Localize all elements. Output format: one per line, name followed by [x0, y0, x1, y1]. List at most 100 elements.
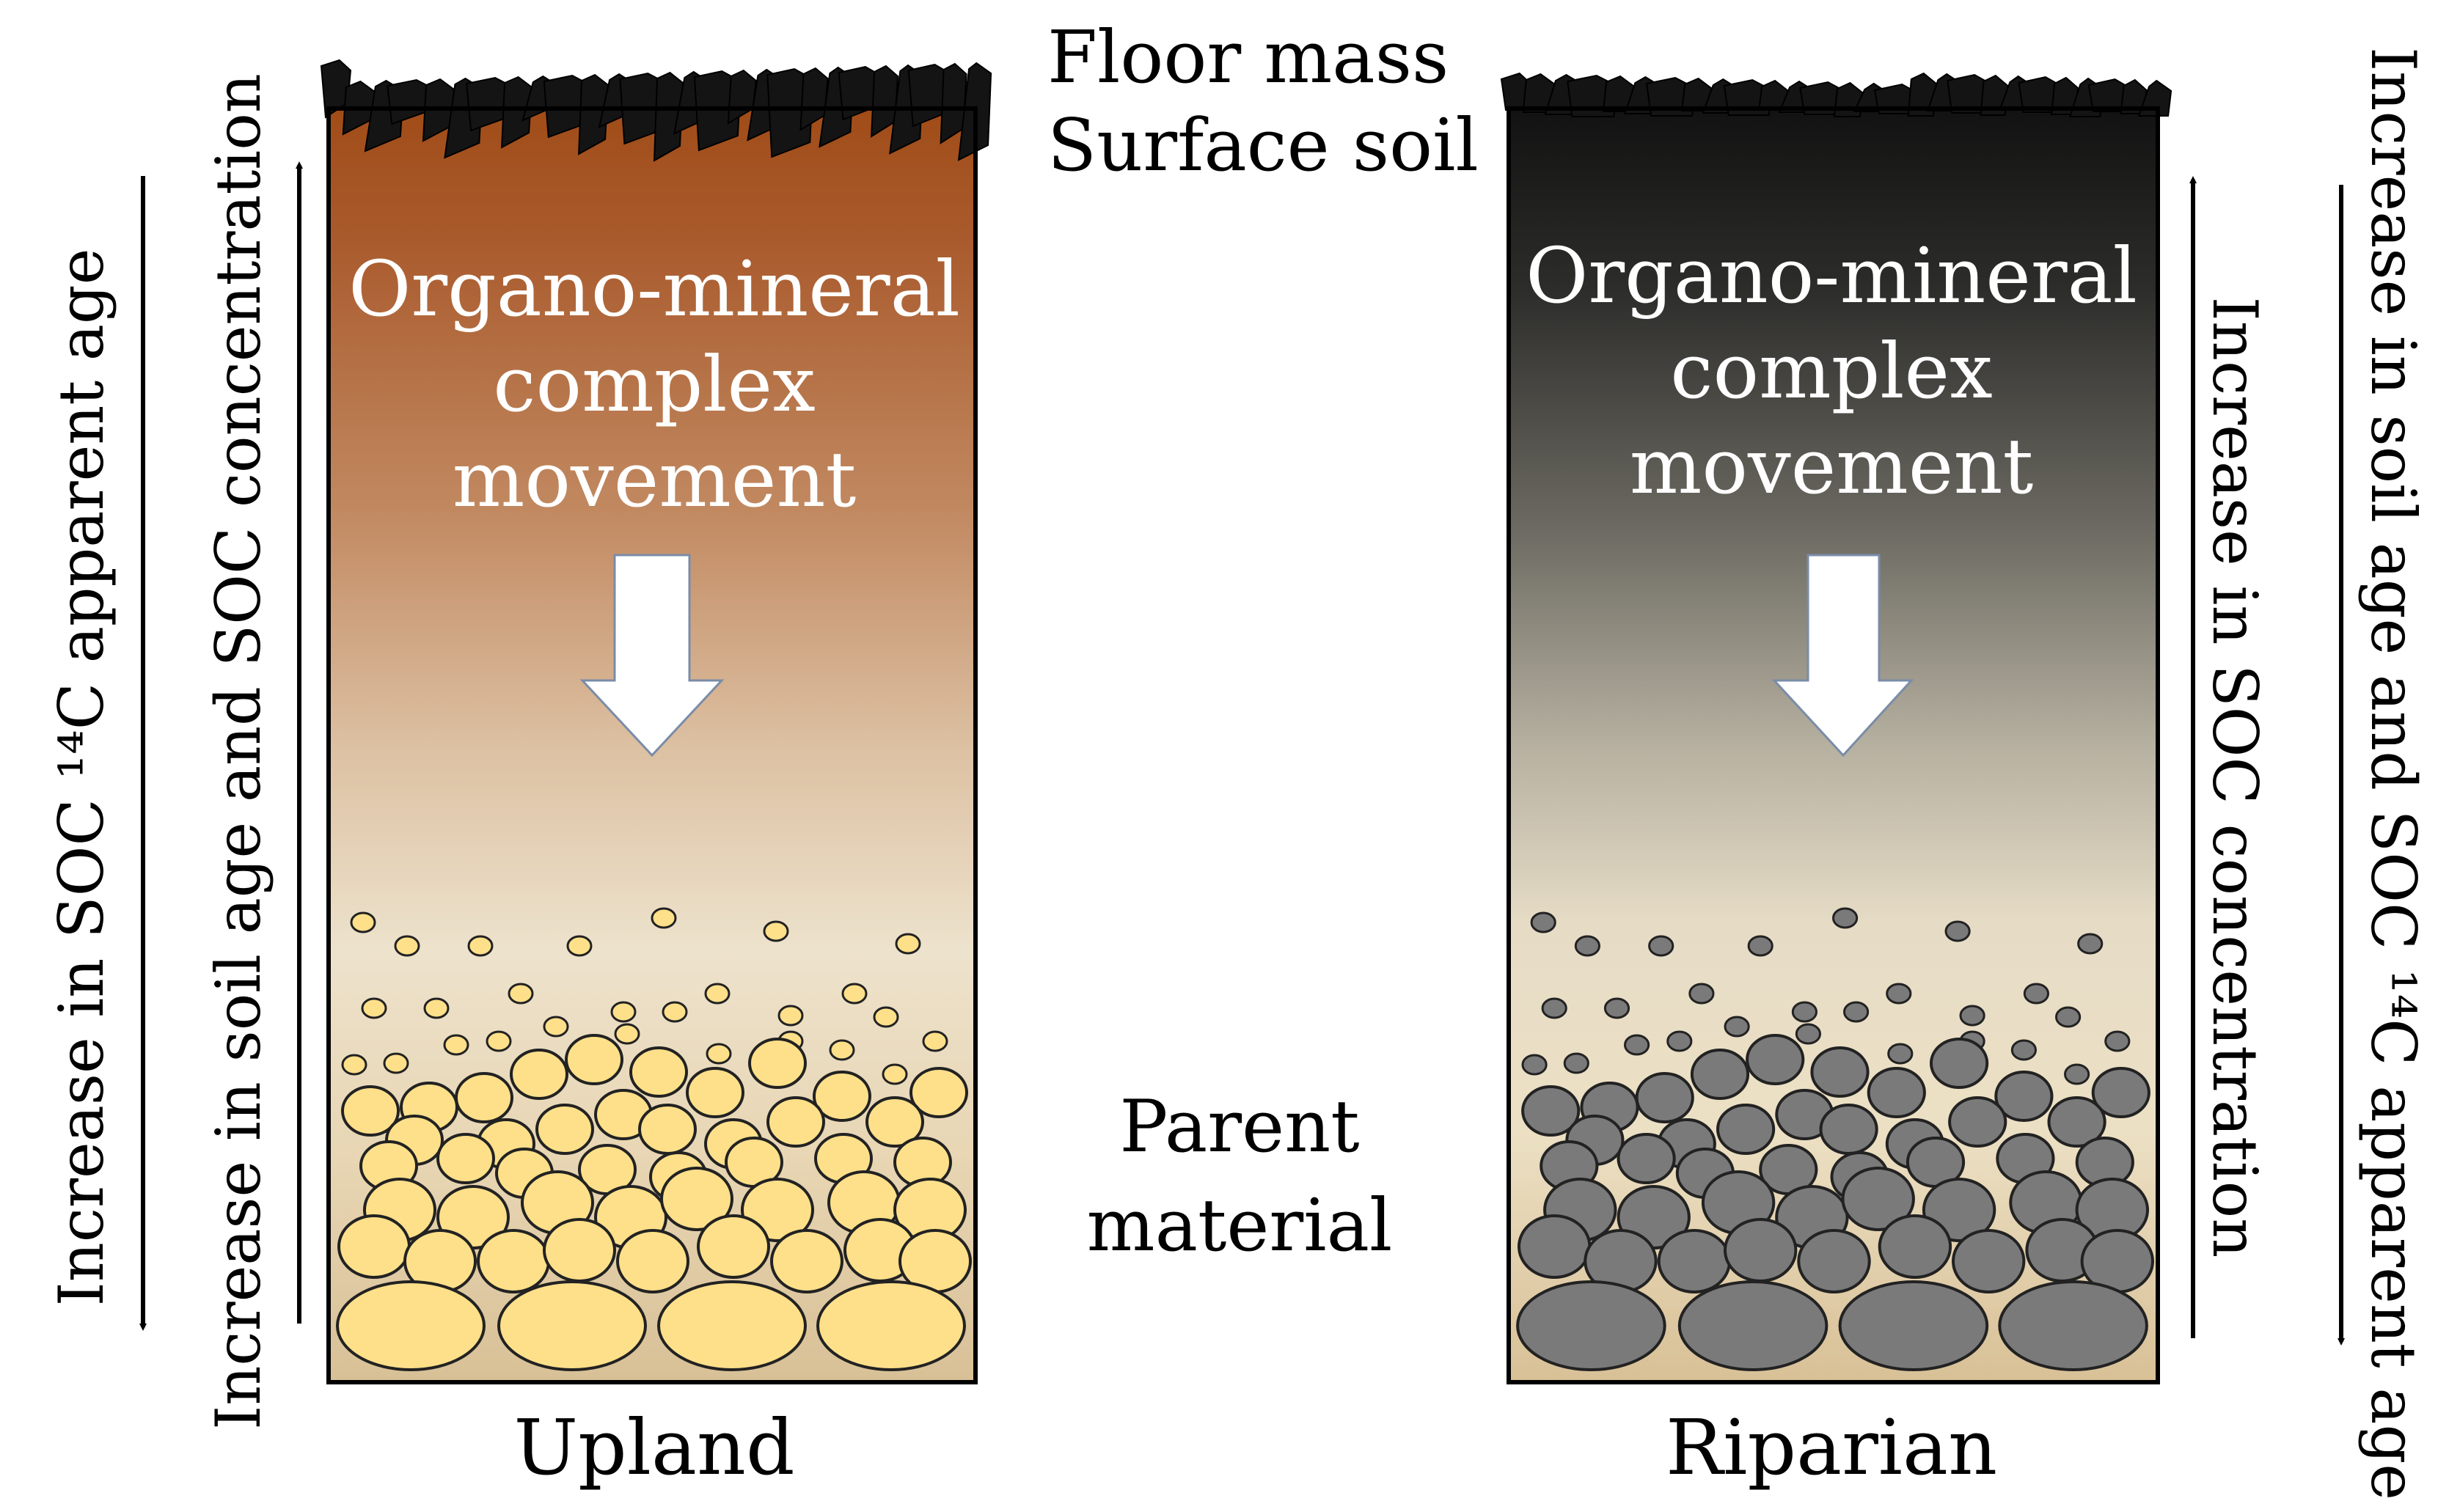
- soil-particle: [1841, 1167, 1915, 1231]
- soil-particle: [2064, 1063, 2090, 1085]
- soil-particle: [510, 1049, 568, 1100]
- soil-particle: [1867, 1067, 1926, 1118]
- soil-particle: [497, 1280, 647, 1371]
- litter-piece: [871, 65, 899, 138]
- soil-particle: [336, 1280, 486, 1371]
- soil-particle: [1952, 1229, 2026, 1293]
- soil-particle: [657, 1280, 807, 1371]
- litter-piece: [653, 71, 684, 162]
- soil-particle: [486, 1030, 512, 1052]
- soil-particle: [2055, 1006, 2082, 1028]
- upland-inner-axis-label: Increase in soil age and SOC concentrati…: [202, 73, 274, 1430]
- soil-particle: [873, 1006, 899, 1028]
- soil-particle: [1563, 1052, 1589, 1074]
- riparian-outer-axis-label: Increase in soil age and SOC ¹⁴C apparen…: [2357, 47, 2429, 1500]
- soil-particle: [706, 1043, 732, 1065]
- soil-particle: [543, 1016, 569, 1038]
- riparian-inner-axis-label: Increase in SOC concentration: [2199, 297, 2271, 1258]
- upland-particles: [336, 907, 972, 1371]
- soil-particle: [1666, 1030, 1693, 1052]
- soil-particle: [882, 1063, 908, 1085]
- soil-particle: [1688, 983, 1715, 1005]
- soil-particle: [1530, 911, 1556, 933]
- soil-particle: [704, 983, 731, 1005]
- soil-particle: [1746, 1034, 1805, 1085]
- soil-particle: [467, 935, 494, 957]
- soil-particle: [1648, 935, 1674, 957]
- soil-particle: [1724, 1218, 1798, 1282]
- soil-particle: [436, 1133, 495, 1184]
- soil-particle: [922, 1030, 948, 1052]
- soil-particle: [1791, 1001, 1817, 1023]
- soil-particle: [1541, 997, 1567, 1019]
- soil-particle: [660, 1167, 733, 1231]
- upland-movement-line3: movement: [453, 435, 856, 524]
- upland-down-arrow-icon: [579, 554, 725, 757]
- parent-material-label-line1: Parent: [1119, 1085, 1359, 1169]
- litter-piece: [799, 67, 829, 131]
- soil-particle: [770, 1229, 843, 1293]
- soil-particle: [394, 935, 420, 957]
- soil-particle: [865, 1096, 924, 1148]
- soil-particle: [1887, 1043, 1914, 1065]
- soil-particle: [1998, 1280, 2148, 1371]
- soil-particle: [816, 1280, 966, 1371]
- soil-particle: [443, 1034, 469, 1056]
- soil-particle: [1810, 1046, 1870, 1098]
- soil-particle: [1948, 1096, 2007, 1148]
- soil-particle: [766, 1096, 825, 1148]
- soil-particle: [1574, 935, 1600, 957]
- soil-particle: [1994, 1071, 2054, 1122]
- soil-particle: [813, 1071, 871, 1122]
- upland-caption: Upland: [513, 1403, 794, 1492]
- soil-particle: [610, 1001, 637, 1023]
- soil-particle: [565, 1034, 623, 1085]
- litter-piece: [940, 62, 967, 144]
- soil-particle: [350, 911, 376, 933]
- soil-particle: [1819, 1104, 1878, 1155]
- riparian-movement-line1: Organo-mineral: [1526, 231, 2137, 320]
- soil-particle: [629, 1046, 688, 1098]
- riparian-down-arrow-icon: [1771, 554, 1914, 757]
- soil-particle: [1878, 1214, 1952, 1279]
- soil-particle: [686, 1067, 744, 1118]
- soil-particle: [341, 1085, 400, 1137]
- upland-outer-axis-label: Increase in SOC ¹⁴C apparent age: [45, 249, 117, 1307]
- riparian-caption: Riparian: [1666, 1403, 1997, 1492]
- soil-particle: [1944, 920, 1971, 942]
- soil-particle: [535, 1104, 594, 1155]
- soil-particle: [1747, 935, 1773, 957]
- litter-piece: [578, 73, 609, 155]
- upland-column-border: [326, 106, 978, 1384]
- soil-particle: [1886, 983, 1912, 1005]
- soil-particle: [1797, 1229, 1871, 1293]
- soil-particle: [455, 1072, 513, 1123]
- soil-particle: [361, 997, 387, 1019]
- litter-piece: [501, 76, 533, 149]
- soil-particle: [1838, 1280, 1989, 1371]
- soil-particle: [2010, 1039, 2037, 1061]
- riparian-particles: [1516, 907, 2155, 1371]
- soil-particle: [1677, 1280, 1828, 1371]
- soil-particle: [616, 1229, 689, 1293]
- soil-particle: [477, 1229, 550, 1293]
- soil-particle: [1843, 1001, 1870, 1023]
- soil-particle: [2023, 983, 2049, 1005]
- soil-particle: [1657, 1229, 1732, 1293]
- soil-particle: [383, 1052, 409, 1074]
- soil-particle: [909, 1067, 968, 1118]
- soil-particle: [337, 1214, 411, 1279]
- soil-particle: [1635, 1072, 1694, 1123]
- litter-piece: [320, 59, 352, 119]
- soil-particle: [2104, 1030, 2131, 1052]
- floor-mass-label: Floor mass: [1047, 16, 1449, 100]
- soil-particle: [2047, 1096, 2106, 1148]
- soil-particle: [1521, 1085, 1581, 1137]
- soil-particle: [1795, 1023, 1821, 1045]
- soil-particle: [1518, 1214, 1592, 1279]
- soil-particle: [777, 1005, 804, 1027]
- upland-movement-line2: complex: [493, 340, 816, 429]
- riparian-column-border: [1507, 106, 2160, 1384]
